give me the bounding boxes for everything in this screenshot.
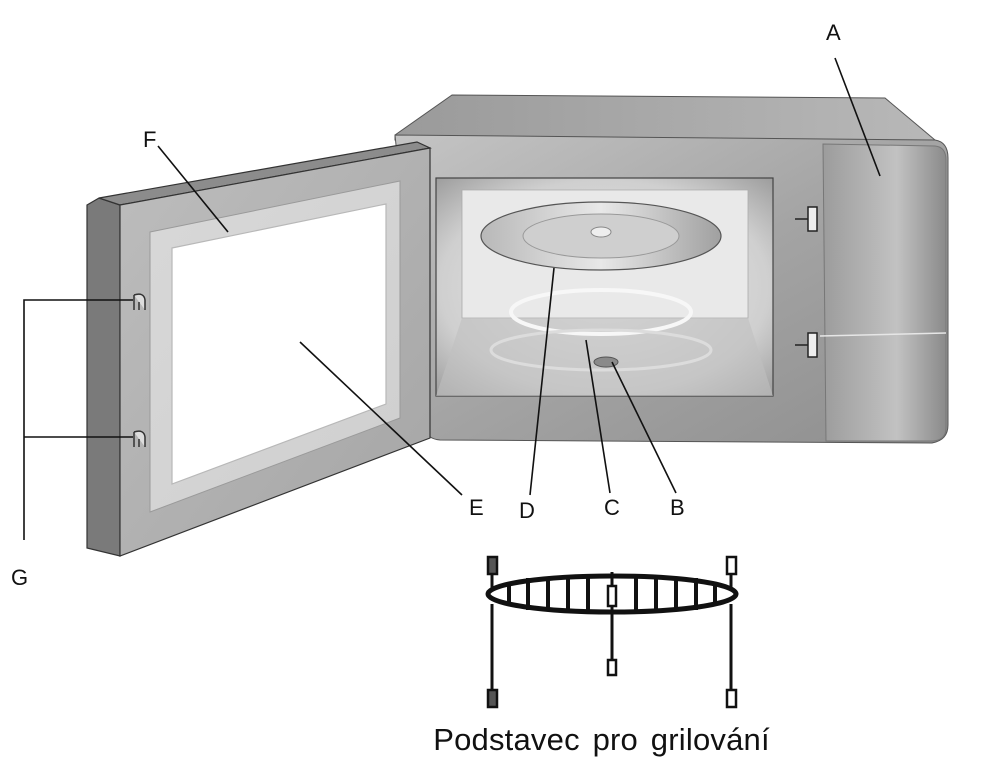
grill-rack-bars <box>507 576 717 612</box>
leader-g <box>23 299 133 540</box>
label-f: F <box>143 127 156 152</box>
tray-hub <box>590 226 612 238</box>
door-latch-upper <box>133 293 146 310</box>
latch-slot-lower <box>795 332 818 358</box>
oven-door <box>86 141 432 557</box>
leader-d <box>529 267 555 496</box>
grill-rack <box>485 555 739 709</box>
leader-e <box>299 341 463 496</box>
leader-lines <box>23 57 881 540</box>
grill-rack-leg-right <box>725 555 738 709</box>
door-side-edge <box>86 197 121 557</box>
label-d: D <box>519 498 535 523</box>
leader-c <box>585 339 611 494</box>
grill-rack-leg-left <box>486 555 499 709</box>
grill-rack-leg-center <box>606 572 618 677</box>
label-c: C <box>604 495 620 520</box>
roller-ring <box>509 288 693 336</box>
part-labels: A F E D C B G <box>11 20 841 590</box>
control-panel-seam <box>819 332 947 337</box>
door-window <box>171 203 387 485</box>
roller-ring-shadow <box>489 328 713 372</box>
label-b: B <box>670 495 685 520</box>
leader-a <box>834 57 881 177</box>
label-g: G <box>11 565 28 590</box>
latch-slot-upper <box>795 206 818 232</box>
grill-rack-caption: Podstavec pro grilování <box>433 722 770 757</box>
leader-f <box>157 145 229 233</box>
drive-coupler <box>593 356 619 368</box>
oven-cavity <box>435 177 774 397</box>
control-panel <box>822 143 947 442</box>
label-a: A <box>826 20 841 45</box>
leader-b <box>611 361 677 494</box>
label-e: E <box>469 495 484 520</box>
door-latch-lower <box>133 430 146 447</box>
